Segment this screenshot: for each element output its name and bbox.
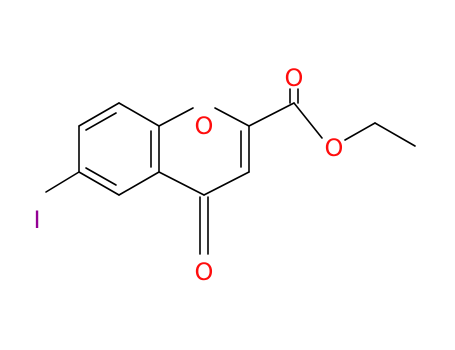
bond-c3-c4: [203, 171, 250, 196]
bond-o1-c2: [214, 107, 250, 127]
bond-c6-i: [45, 171, 80, 193]
bond-c8a-o1: [158, 107, 194, 127]
bond-c2-ccarb: [248, 102, 295, 127]
bond-ch2-ch3: [374, 122, 416, 147]
carbonyl-oxygen-label: O: [285, 64, 304, 92]
ring-oxygen-label: O: [195, 112, 214, 140]
bond-oester-ch2: [344, 122, 376, 141]
ester-oxygen-label: O: [325, 134, 344, 162]
bond-c6-c5-inner: [85, 167, 117, 186]
bond-c4-c4a: [158, 171, 205, 196]
bond-ccarb-oester: [293, 102, 323, 139]
bond-c5-c4a: [118, 171, 160, 196]
bond-c8-c7-inner: [85, 112, 117, 131]
bond-c8-c7: [78, 102, 120, 127]
bond-c8a-c8: [118, 102, 160, 127]
bond-c6-c5: [78, 171, 120, 196]
iodine-label: I: [33, 206, 40, 234]
ketone-oxygen-label: O: [195, 258, 214, 286]
